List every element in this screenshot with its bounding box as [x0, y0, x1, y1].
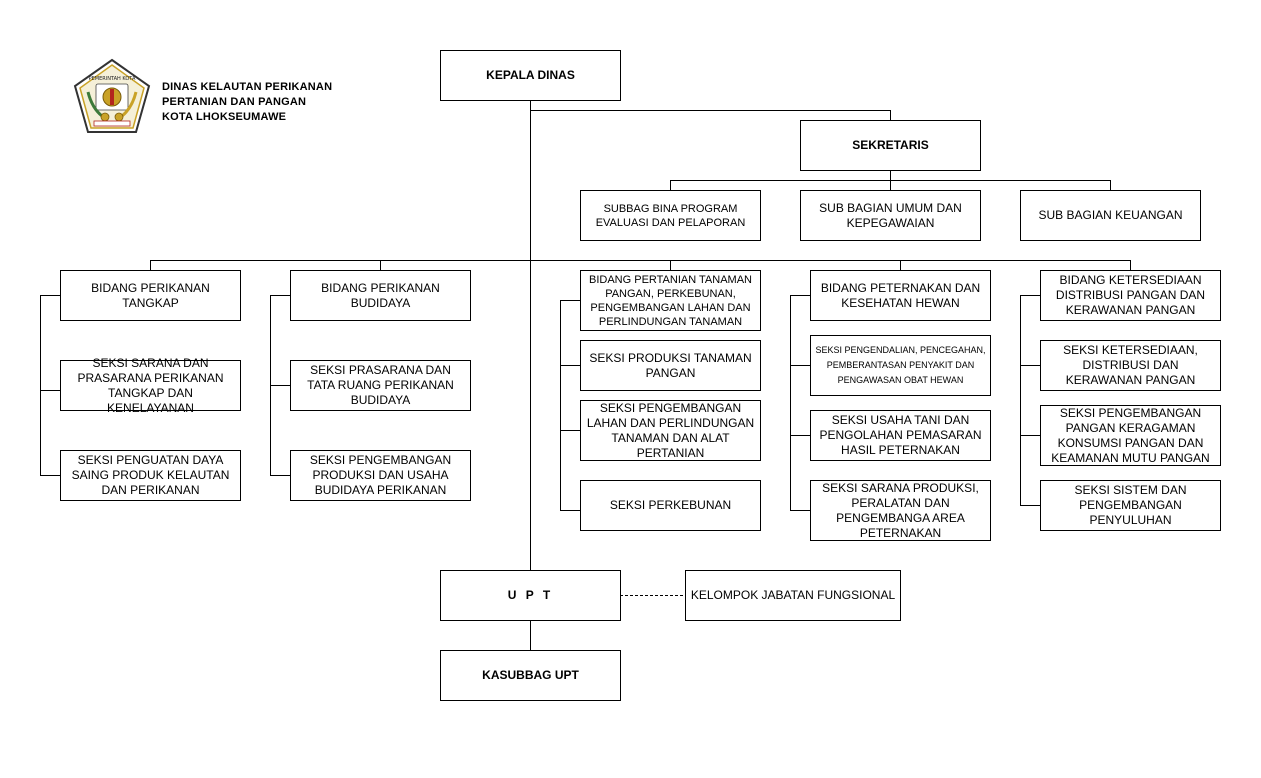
seksi-pengendalian-penyakit-box: SEKSI PENGENDALIAN, PENCEGAHAN, PEMBERAN…	[810, 335, 991, 396]
subbag-program-box: SUBBAG BINA PROGRAM EVALUASI DAN PELAPOR…	[580, 190, 761, 241]
seksi-penguatan-daya-saing-box: SEKSI PENGUATAN DAYA SAING PRODUK KELAUT…	[60, 450, 241, 501]
org-name-line-1: DINAS KELAUTAN PERIKANAN	[162, 81, 333, 93]
kasubbag-upt-box: KASUBBAG UPT	[440, 650, 621, 701]
subbag-keuangan-box: SUB BAGIAN KEUANGAN	[1020, 190, 1201, 241]
bidang-peternakan-box: BIDANG PETERNAKAN DAN KESEHATAN HEWAN	[810, 270, 991, 321]
seksi-sistem-penyuluhan-box: SEKSI SISTEM DAN PENGEMBANGAN PENYULUHAN	[1040, 480, 1221, 531]
seksi-produksi-tanaman-pangan-box: SEKSI PRODUKSI TANAMAN PANGAN	[580, 340, 761, 391]
kepala-dinas-box: KEPALA DINAS	[440, 50, 621, 101]
kelompok-jabatan-fungsional-box: KELOMPOK JABATAN FUNGSIONAL	[685, 570, 901, 621]
subbag-umum-box: SUB BAGIAN UMUM DAN KEPEGAWAIAN	[800, 190, 981, 241]
seksi-pengembangan-produksi-box: SEKSI PENGEMBANGAN PRODUKSI DAN USAHA BU…	[290, 450, 471, 501]
seksi-pengembangan-pangan-box: SEKSI PENGEMBANGAN PANGAN KERAGAMAN KONS…	[1040, 405, 1221, 466]
seksi-pengembangan-lahan-box: SEKSI PENGEMBANGAN LAHAN DAN PERLINDUNGA…	[580, 400, 761, 461]
seal-text: PEMERINTAH KOTA	[89, 76, 136, 82]
org-name-line-3: KOTA LHOKSEUMAWE	[162, 111, 287, 123]
bidang-perikanan-budidaya-box: BIDANG PERIKANAN BUDIDAYA	[290, 270, 471, 321]
org-name-line-2: PERTANIAN DAN PANGAN	[162, 96, 307, 108]
sekretaris-box: SEKRETARIS	[800, 120, 981, 171]
city-seal-logo: PEMERINTAH KOTA	[73, 58, 151, 133]
seksi-prasarana-tata-ruang-box: SEKSI PRASARANA DAN TATA RUANG PERIKANAN…	[290, 360, 471, 411]
seksi-sarana-produksi-box: SEKSI SARANA PRODUKSI, PERALATAN DAN PEN…	[810, 480, 991, 541]
seksi-ketersediaan-distribusi-box: SEKSI KETERSEDIAAN, DISTRIBUSI DAN KERAW…	[1040, 340, 1221, 391]
seksi-usaha-tani-box: SEKSI USAHA TANI DAN PENGOLAHAN PEMASARA…	[810, 410, 991, 461]
bidang-ketersediaan-box: BIDANG KETERSEDIAAN DISTRIBUSI PANGAN DA…	[1040, 270, 1221, 321]
upt-box: U P T	[440, 570, 621, 621]
organization-name: DINAS KELAUTAN PERIKANAN PERTANIAN DAN P…	[162, 80, 332, 125]
bidang-perikanan-tangkap-box: BIDANG PERIKANAN TANGKAP	[60, 270, 241, 321]
seksi-sarana-prasarana-box: SEKSI SARANA DAN PRASARANA PERIKANAN TAN…	[60, 356, 241, 415]
bidang-pertanian-box: BIDANG PERTANIAN TANAMAN PANGAN, PERKEBU…	[580, 270, 761, 331]
seksi-perkebunan-box: SEKSI PERKEBUNAN	[580, 480, 761, 531]
